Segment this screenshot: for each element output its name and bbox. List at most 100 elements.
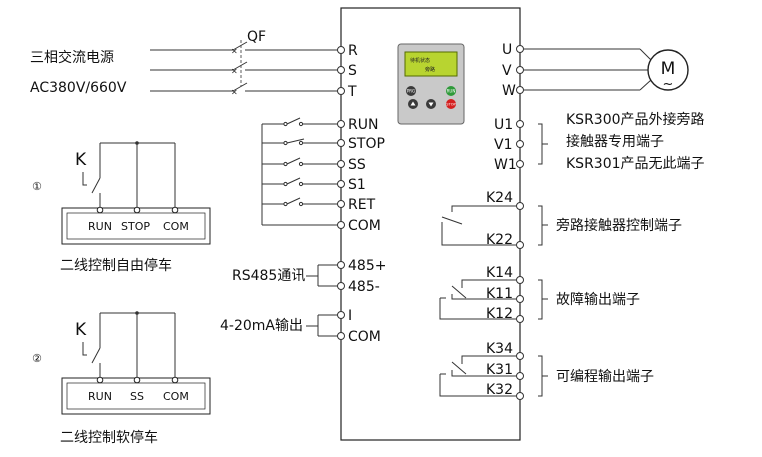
wiring-1-number: ① — [32, 180, 42, 193]
relay-1-bracket — [538, 205, 548, 246]
relay-1-label: 旁路接触器控制端子 — [556, 217, 682, 234]
stop-key-label: STOP — [446, 103, 456, 107]
wiring-example-1: ① K RUN STOP COM 二线控制自由停车 — [32, 141, 211, 274]
terminal-t-label: T — [347, 84, 357, 100]
motor-output: U V W M ~ — [502, 42, 689, 99]
run-key-label: RUN — [447, 89, 456, 94]
power-source-label: 三相交流电源 — [30, 49, 114, 66]
breaker-x-r: × — [231, 47, 238, 56]
terminal-r-label: R — [348, 43, 358, 59]
terminal-com-label: COM — [348, 218, 381, 234]
terminal-i — [337, 311, 345, 319]
terminal-k12 — [516, 315, 524, 323]
terminal-i-label: I — [348, 308, 352, 324]
terminal-s-label: S — [348, 63, 357, 79]
bypass-power-terminals: U1 V1 W1 KSR300产品外接旁路 接触器专用端子 KSR301产品无此… — [494, 111, 705, 173]
terminal-485-plus — [337, 261, 345, 269]
terminal-k12-label: K12 — [486, 306, 513, 322]
rs485-section: RS485通讯 485+ 485- — [232, 258, 386, 295]
terminal-k22-label: K22 — [486, 232, 513, 248]
wiring-example-2: ② K RUN SS COM 二线控制软停车 — [32, 311, 211, 446]
terminal-ret — [337, 200, 345, 208]
down-arrow-icon — [428, 102, 434, 107]
terminal-ret-label: RET — [348, 197, 376, 213]
up-arrow-icon — [410, 101, 416, 106]
wiring-2-caption: 二线控制软停车 — [60, 429, 158, 446]
rs485-label: RS485通讯 — [232, 268, 305, 284]
stop-key[interactable] — [446, 99, 456, 109]
relay-fault-output: K14 K11 K12 故障输出端子 — [439, 265, 640, 323]
lcd-line-2: 旁路 — [425, 66, 435, 73]
relay-2-label: 故障输出端子 — [556, 292, 640, 308]
terminal-u-label: U — [502, 42, 512, 58]
relay-programmable-output: K34 K31 K32 可编程输出端子 — [439, 341, 654, 400]
terminal-com — [337, 221, 345, 229]
terminal-s — [337, 66, 345, 74]
terminal-k24-label: K24 — [486, 190, 513, 206]
wiring-2-term-run: RUN — [88, 390, 112, 403]
terminal-com2-label: COM — [348, 329, 381, 345]
control-terminals: RUN STOP SS S1 RET COM — [261, 117, 385, 234]
terminal-k34 — [516, 352, 524, 360]
terminal-k11-label: K11 — [486, 286, 513, 302]
run-key[interactable] — [446, 86, 456, 96]
terminal-run — [337, 120, 345, 128]
wiring-2-term-com: COM — [163, 390, 189, 403]
bypass-bracket — [538, 123, 548, 165]
terminal-s1 — [337, 180, 345, 188]
lcd-line-1: 待机状态 — [410, 57, 430, 64]
terminal-v1 — [516, 140, 524, 148]
breaker-label: QF — [247, 29, 266, 45]
keypad-lcd — [404, 51, 458, 77]
terminal-w-label: W — [502, 83, 516, 99]
terminal-u1 — [516, 120, 524, 128]
relay-3-bracket — [538, 355, 548, 397]
relay-bypass-contactor: K24 K22 旁路接触器控制端子 — [441, 190, 682, 249]
terminal-v — [516, 66, 524, 74]
terminal-run-label: RUN — [348, 117, 378, 133]
relay-1-contact — [441, 205, 516, 246]
terminal-ss-label: SS — [348, 157, 366, 173]
terminal-r — [337, 46, 345, 54]
terminal-k24 — [516, 202, 524, 210]
terminal-w1-label: W1 — [494, 157, 517, 173]
terminal-stop — [337, 139, 345, 147]
analog-output-section: 4-20mA输出 I COM — [220, 308, 381, 345]
terminal-w — [516, 86, 524, 94]
wiring-1-term-run: RUN — [88, 220, 112, 233]
terminal-485-minus-label: 485- — [348, 279, 380, 295]
terminal-485-minus — [337, 282, 345, 290]
terminal-k34-label: K34 — [486, 341, 513, 357]
wiring-2-k-label: K — [75, 320, 87, 340]
terminal-w1 — [516, 160, 524, 168]
prg-key[interactable] — [406, 86, 416, 96]
terminal-stop-label: STOP — [348, 136, 385, 152]
terminal-t — [337, 87, 345, 95]
terminal-v1-label: V1 — [494, 137, 512, 153]
relay-3-contact — [439, 355, 516, 397]
terminal-v-label: V — [502, 63, 512, 79]
breaker-x-t: × — [231, 88, 238, 97]
power-voltage-label: AC380V/660V — [30, 80, 127, 96]
terminal-k31 — [516, 372, 524, 380]
wiring-1-caption: 二线控制自由停车 — [60, 257, 172, 274]
wiring-2-term-ss: SS — [130, 390, 144, 403]
breaker-x-s: × — [231, 67, 238, 76]
relay-3-label: 可编程输出端子 — [556, 369, 654, 385]
bypass-note-line2: 接触器专用端子 — [566, 133, 664, 150]
wiring-1-term-com: COM — [163, 220, 189, 233]
motor-icon — [647, 49, 689, 91]
relay-2-bracket — [538, 279, 548, 320]
terminal-ss — [337, 160, 345, 168]
terminal-u — [516, 45, 524, 53]
terminal-k31-label: K31 — [486, 362, 513, 378]
bypass-note-line3: KSR301产品无此端子 — [566, 156, 705, 172]
terminal-k14-label: K14 — [486, 265, 513, 281]
motor-symbol: M — [661, 59, 676, 79]
wiring-1-k-label: K — [75, 150, 87, 170]
prg-key-label: PRG — [407, 89, 415, 94]
terminal-k32-label: K32 — [486, 382, 513, 398]
analog-output-label: 4-20mA输出 — [220, 318, 303, 334]
relay-2-contact — [439, 279, 516, 320]
